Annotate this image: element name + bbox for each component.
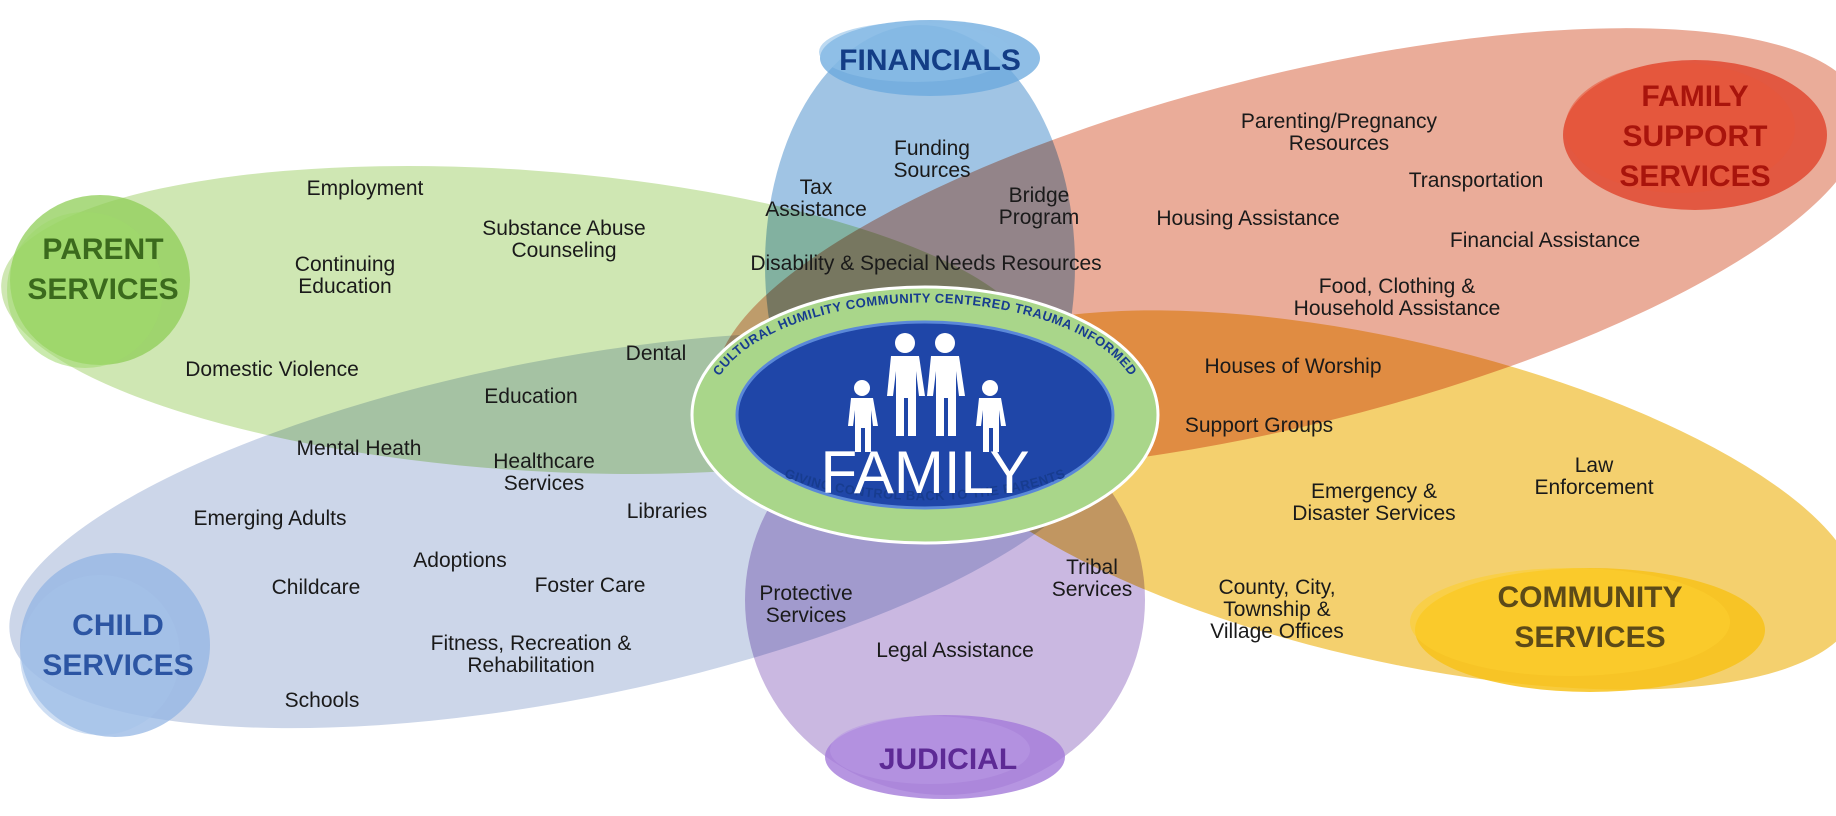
label-support-groups: Support Groups [1184, 414, 1334, 437]
label-emergency-disaster: Emergency &Disaster Services [1292, 480, 1456, 525]
judicial-title: JUDICIAL [878, 743, 1018, 776]
label-county-city-offices: County, City,Township &Village Offices [1210, 576, 1344, 643]
community-blob [1410, 568, 1765, 692]
label-financial-assistance: Financial Assistance [1449, 229, 1641, 252]
label-transportation: Transportation [1408, 169, 1544, 192]
child-blob [20, 553, 210, 737]
label-childcare: Childcare [271, 576, 361, 599]
label-dental: Dental [625, 342, 687, 365]
family-figures-icon [848, 333, 1006, 452]
family-center-badge: CULTURAL HUMILITY COMMUNITY CENTERED TRA… [690, 285, 1160, 545]
judicial-blob [825, 715, 1065, 799]
label-domestic-violence: Domestic Violence [185, 358, 359, 381]
family-support-blob [1563, 60, 1827, 210]
label-houses-of-worship: Houses of Worship [1204, 355, 1382, 378]
label-disability-resources: Disability & Special Needs Resources [750, 252, 1102, 275]
label-foster-care: Foster Care [534, 574, 646, 597]
financials-title: FINANCIALS [839, 44, 1021, 77]
financials-blob [819, 20, 1040, 96]
label-housing-assistance: Housing Assistance [1156, 207, 1340, 230]
parent-blob [7, 195, 190, 368]
label-employment: Employment [306, 177, 424, 200]
label-food-clothing: Food, Clothing &Household Assistance [1293, 275, 1501, 320]
label-mental-health: Mental Heath [296, 437, 422, 460]
label-emerging-adults: Emerging Adults [193, 507, 347, 530]
label-education: Education [484, 385, 578, 408]
label-legal-assistance: Legal Assistance [876, 639, 1034, 662]
family-word: FAMILY [821, 439, 1030, 506]
label-schools: Schools [284, 689, 360, 712]
label-fitness-recreation: Fitness, Recreation &Rehabilitation [430, 632, 632, 677]
label-adoptions: Adoptions [413, 549, 507, 572]
label-libraries: Libraries [626, 500, 708, 523]
